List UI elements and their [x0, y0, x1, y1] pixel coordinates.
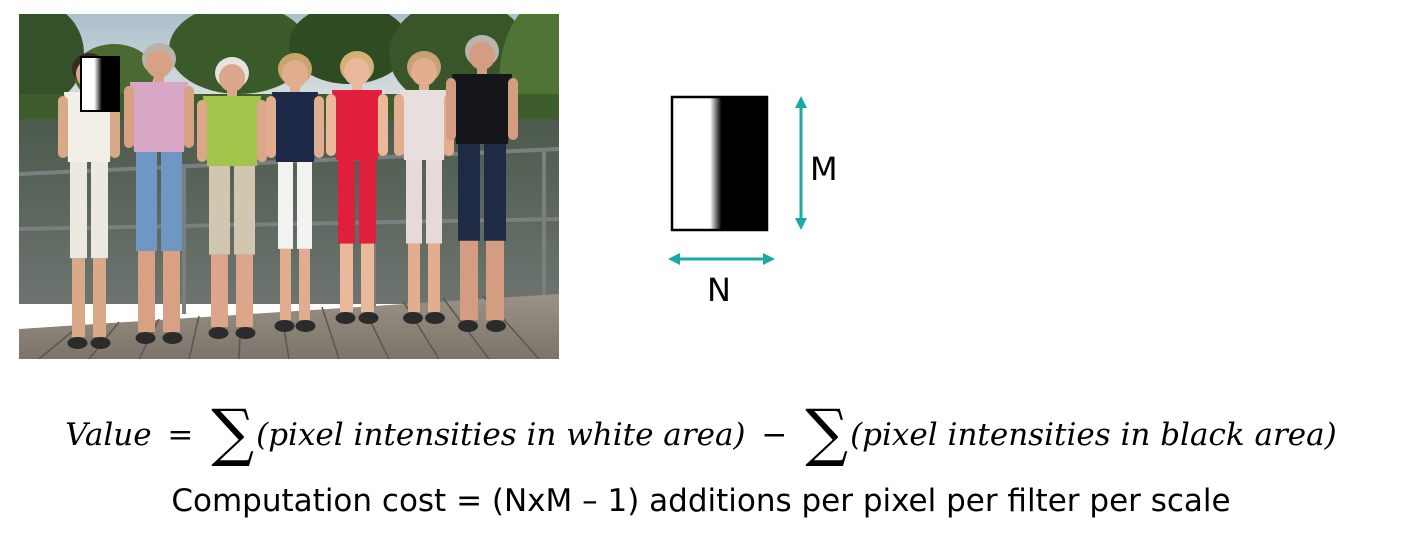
haar-feature-diagram: M N [668, 95, 838, 309]
width-label: N [707, 271, 731, 309]
person-3 [197, 57, 267, 339]
formula-term-white: (pixel intensities in white area) [256, 417, 746, 453]
sum-symbol-1: ∑ [211, 396, 255, 470]
height-arrow [795, 96, 807, 230]
group-photo [19, 14, 559, 359]
formula-lhs: Value [65, 417, 152, 453]
person-6 [394, 51, 454, 324]
haar-filter [670, 95, 769, 232]
person-5 [326, 51, 388, 324]
formula-term-black: (pixel intensities in black area) [850, 417, 1337, 453]
formula-equals: = [167, 417, 194, 453]
sum-symbol-2: ∑ [805, 396, 849, 470]
filter-overlay [80, 56, 120, 112]
person-4 [266, 53, 324, 332]
computation-cost: Computation cost = (NxM – 1) additions p… [171, 483, 1231, 519]
person-2 [124, 43, 194, 344]
value-formula: Value = ∑(pixel intensities in white are… [0, 396, 1402, 470]
formula-minus: − [761, 417, 788, 453]
width-arrow [668, 253, 775, 265]
height-label: M [810, 150, 838, 188]
person-7 [446, 35, 518, 332]
